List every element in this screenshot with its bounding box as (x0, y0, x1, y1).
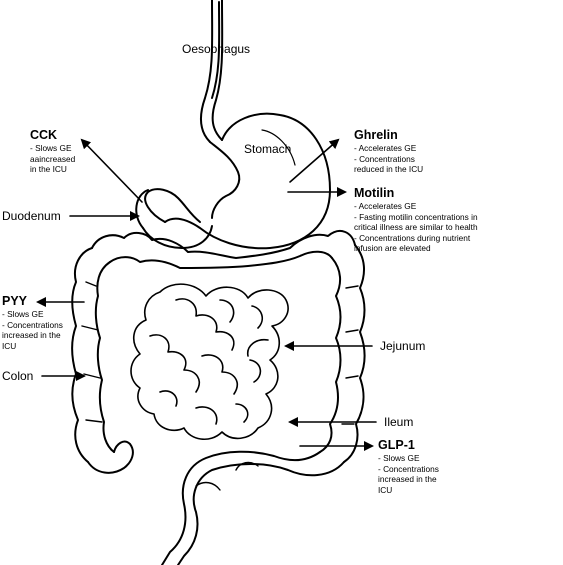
glp1-name: GLP-1 (378, 438, 415, 452)
stomach-label: Stomach (244, 142, 292, 156)
cck-annotation: CCK - Slows GE aaincreased in the ICU (30, 128, 75, 175)
glp1-annotation: GLP-1 - Slows GE - Concentrations increa… (378, 438, 439, 495)
cck-note-3: in the ICU (30, 164, 67, 175)
pyy-note-2: - Concentrations (2, 319, 63, 330)
pyy-annotation: PYY - Slows GE - Concentrations increase… (2, 294, 63, 351)
oesophagus-shape (199, 0, 224, 143)
glp1-note-4: ICU (378, 484, 393, 495)
pyy-note-3: increased in the (2, 330, 61, 341)
cck-name: CCK (30, 128, 58, 142)
glp1-note-3: increased in the (378, 474, 437, 485)
cck-arrow (80, 138, 143, 203)
motilin-name: Motilin (354, 186, 395, 200)
cck-note-2: aaincreased (30, 153, 76, 164)
jejunum-label: Jejunum (380, 339, 426, 353)
glp1-note-2: - Concentrations (378, 463, 439, 474)
motilin-note-3: critical illness are similar to health (354, 222, 478, 233)
colon-label: Colon (2, 369, 34, 383)
pyy-note-1: - Slows GE (2, 309, 44, 319)
motilin-note-2: - Fasting motilin concentrations in (354, 211, 478, 222)
cck-note-1: - Slows GE (30, 143, 72, 153)
ghrelin-annotation: Ghrelin - Accelerates GE - Concentration… (354, 128, 423, 175)
ghrelin-name: Ghrelin (354, 128, 398, 142)
pyy-note-4: ICU (2, 340, 17, 351)
colon-shape (71, 230, 366, 565)
motilin-note-5: infusion are elevated (354, 243, 431, 254)
oesophagus-label: Oesophagus (182, 42, 251, 56)
motilin-annotation: Motilin - Accelerates GE - Fasting motil… (354, 186, 478, 254)
ghrelin-note-3: reduced in the ICU (354, 164, 424, 175)
ghrelin-note-2: - Concentrations (354, 153, 415, 164)
ghrelin-arrow (289, 138, 340, 183)
ileum-label: Ileum (384, 415, 414, 429)
stomach-shape (164, 112, 331, 250)
duodenum-label: Duodenum (2, 209, 61, 223)
pyy-name: PYY (2, 294, 28, 308)
small-intestine-shape (130, 283, 289, 440)
ghrelin-note-1: - Accelerates GE (354, 143, 417, 153)
motilin-note-4: - Concentrations during nutrient (354, 232, 471, 243)
motilin-note-1: - Accelerates GE (354, 201, 417, 211)
glp1-note-1: - Slows GE (378, 453, 420, 463)
